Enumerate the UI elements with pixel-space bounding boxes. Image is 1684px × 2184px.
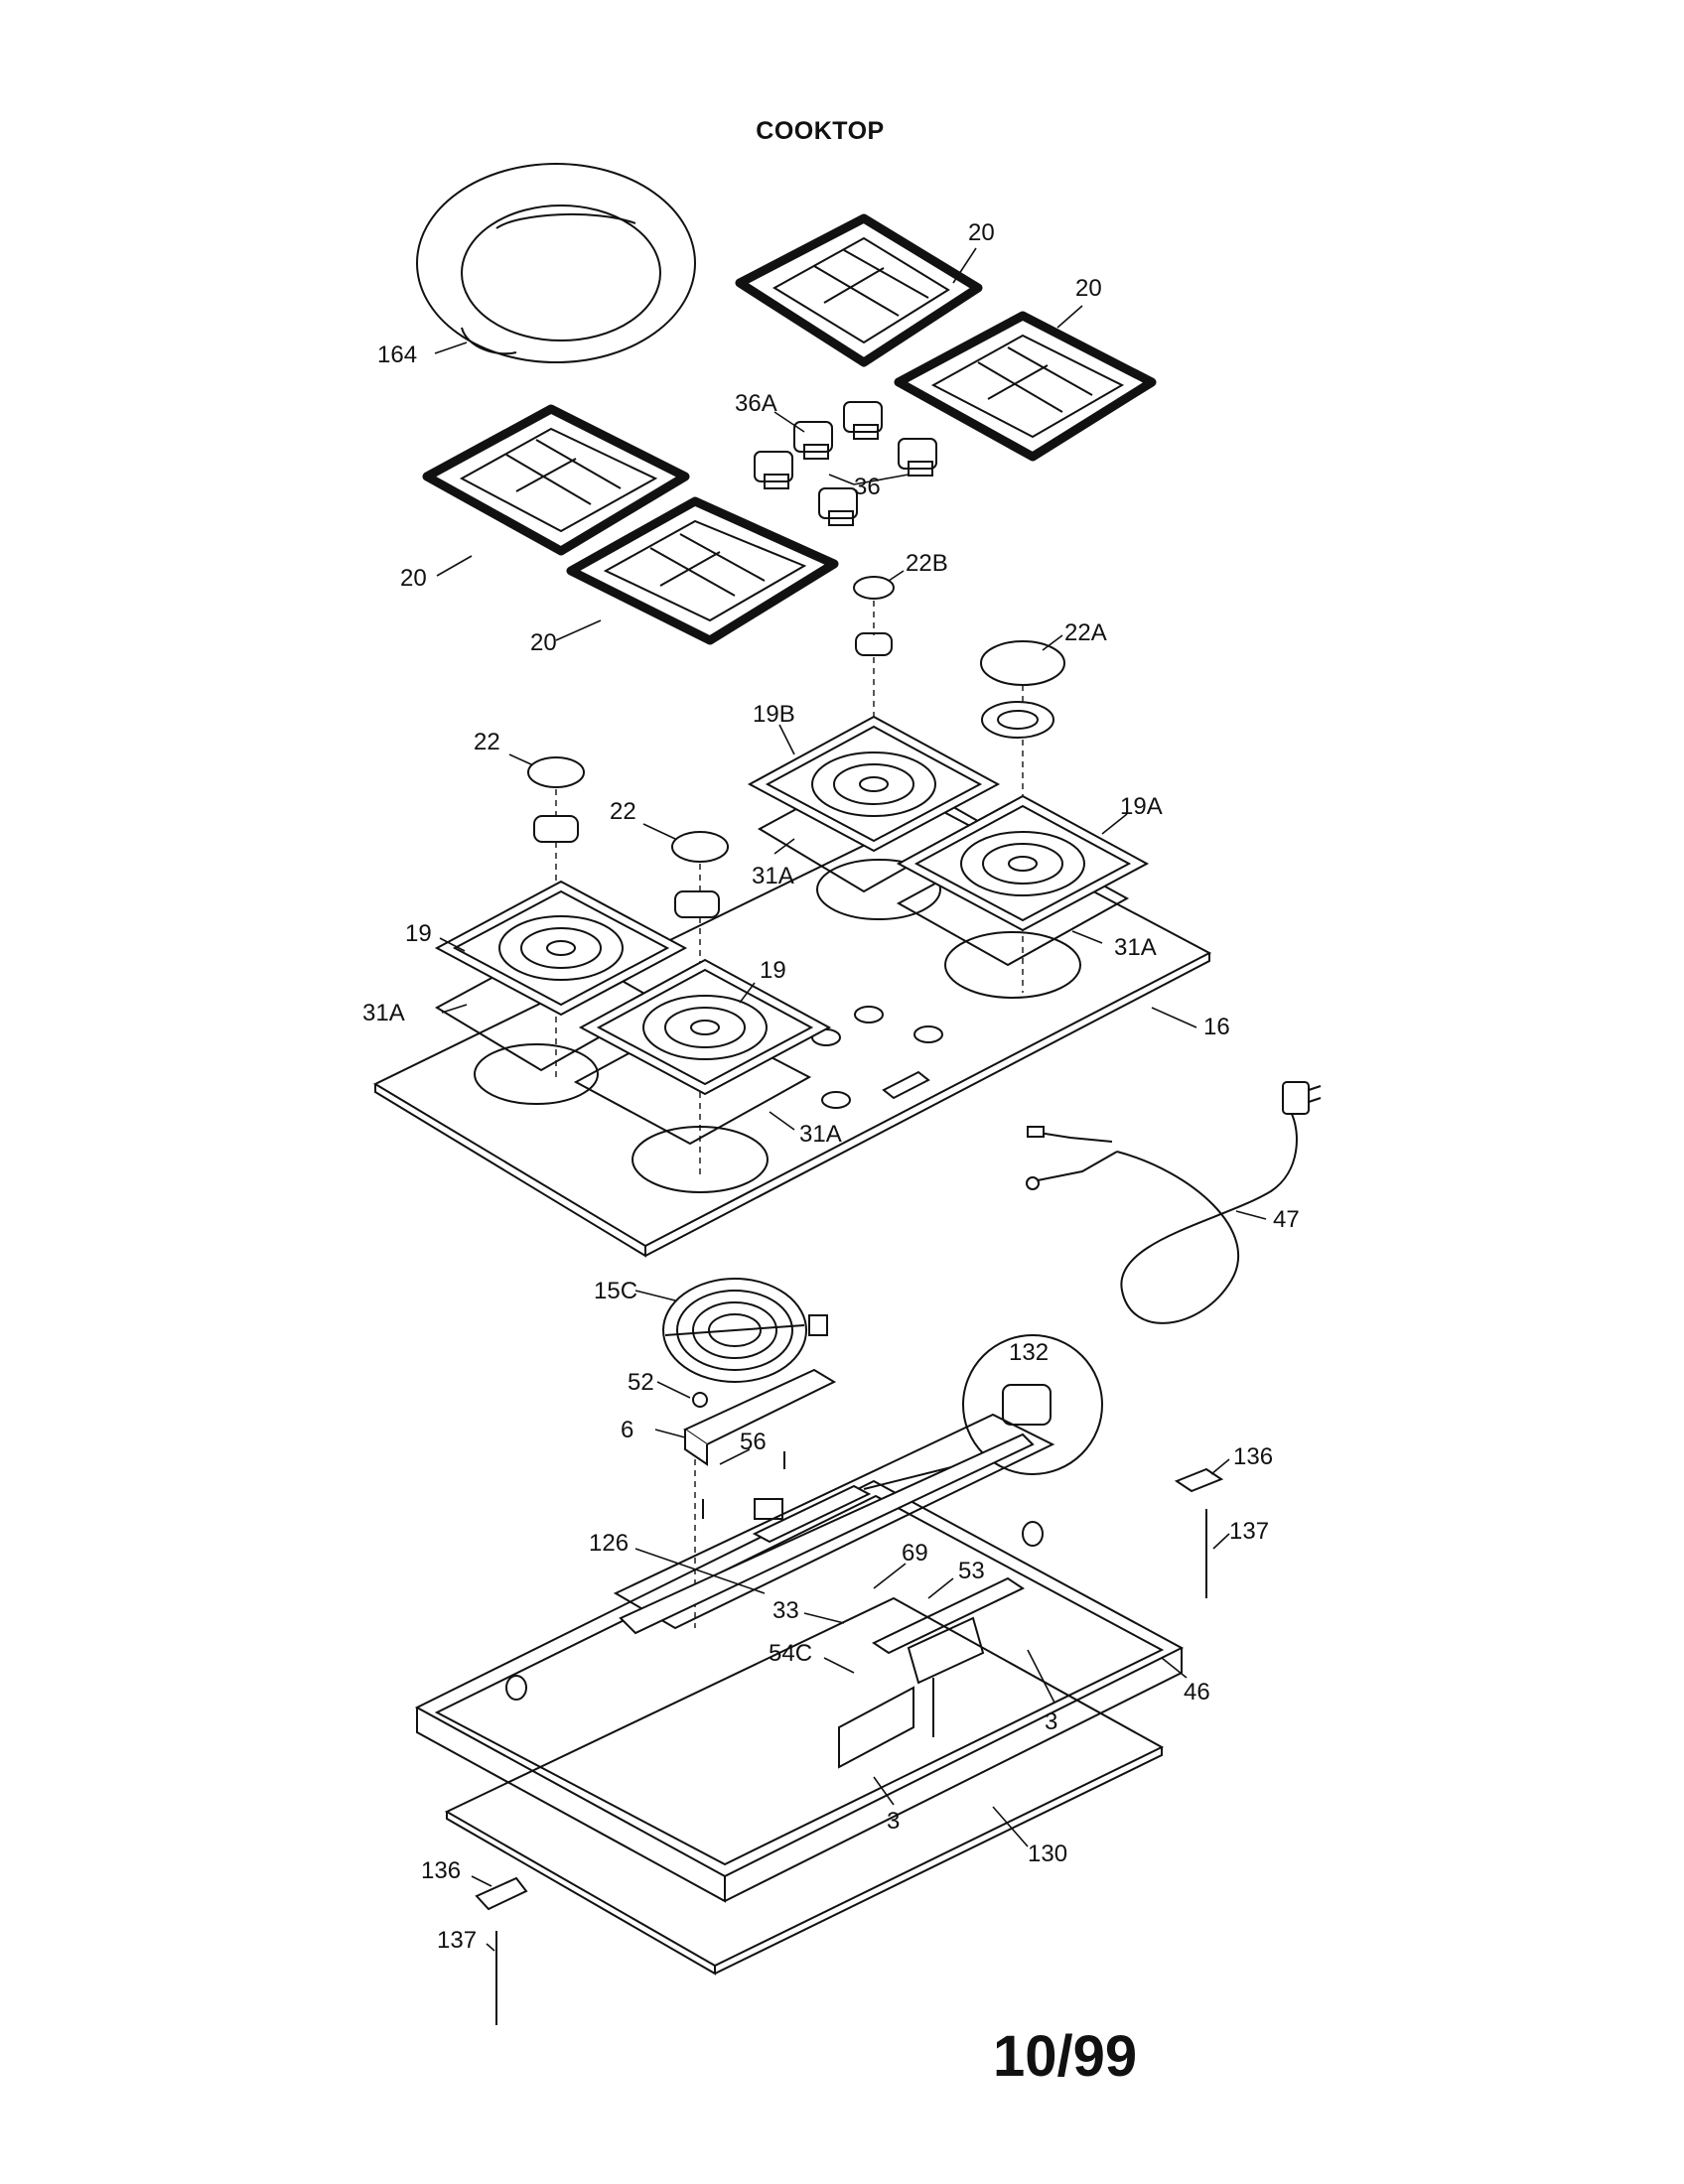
callout-22a: 22A (1064, 619, 1107, 646)
callout-31a-c: 31A (362, 1000, 405, 1026)
cross-brackets (619, 1433, 1035, 1769)
page-title: COOKTOP (756, 117, 885, 145)
callout-19-b: 19 (760, 957, 786, 984)
callout-16: 16 (1203, 1014, 1230, 1040)
wok-ring (416, 163, 696, 363)
callout-20-d: 20 (530, 629, 557, 656)
grate-back-right (894, 311, 1157, 462)
callout-19b: 19B (753, 701, 795, 728)
power-cord (1026, 1081, 1322, 1324)
callout-31a-b: 31A (1114, 934, 1157, 961)
bottom-plate (444, 1596, 1165, 1976)
burner-caps (527, 576, 1065, 863)
callout-19-a: 19 (405, 920, 432, 947)
callout-132: 132 (1009, 1339, 1049, 1366)
callout-136-b: 136 (421, 1857, 461, 1884)
callout-54c: 54C (769, 1640, 812, 1667)
callout-20-b: 20 (1075, 275, 1102, 302)
callout-164: 164 (377, 341, 417, 368)
callout-36: 36 (854, 474, 881, 500)
grate-front-center (566, 496, 839, 645)
callout-126: 126 (589, 1530, 629, 1557)
callout-56: 56 (740, 1429, 767, 1455)
element-bracket (682, 1368, 837, 1628)
callout-22-b: 22 (610, 798, 636, 825)
callout-20-a: 20 (968, 219, 995, 246)
callout-20-c: 20 (400, 565, 427, 592)
callout-69: 69 (902, 1540, 928, 1567)
control-knobs (754, 401, 937, 526)
callout-52: 52 (628, 1369, 654, 1396)
callout-31a-d: 31A (799, 1121, 842, 1148)
grate-front-left (422, 404, 690, 556)
mounting-clips (475, 1467, 1224, 2025)
callout-47: 47 (1273, 1206, 1300, 1233)
callout-130: 130 (1028, 1841, 1067, 1867)
radiant-element (662, 1278, 828, 1383)
callout-22b: 22B (906, 550, 948, 577)
callout-46: 46 (1184, 1679, 1210, 1706)
burner-heads (533, 632, 1054, 918)
inset-detail (863, 1334, 1103, 1490)
revision-date: 10/99 (993, 2024, 1138, 2089)
callout-137-a: 137 (1229, 1518, 1269, 1545)
callout-136-a: 136 (1233, 1443, 1273, 1470)
callout-19a: 19A (1120, 793, 1163, 820)
callout-36a: 36A (735, 390, 777, 417)
cooktop-glass-top (372, 807, 1212, 1258)
leader-lines (434, 247, 1267, 1952)
callout-31a-a: 31A (752, 863, 794, 889)
callout-15c: 15C (594, 1278, 637, 1304)
callout-labels: 164 20 20 20 20 36A 36 22B 22A 22 22 19B… (362, 219, 1300, 1954)
callout-22-a: 22 (474, 729, 500, 755)
grate-back-left (735, 213, 983, 367)
callout-53: 53 (958, 1558, 985, 1584)
callout-137-b: 137 (437, 1927, 477, 1954)
callout-3-b: 3 (887, 1808, 900, 1835)
callout-33: 33 (772, 1597, 799, 1624)
callout-6: 6 (621, 1417, 633, 1443)
callout-3-a: 3 (1045, 1708, 1057, 1735)
burner-pans (434, 715, 1150, 1096)
